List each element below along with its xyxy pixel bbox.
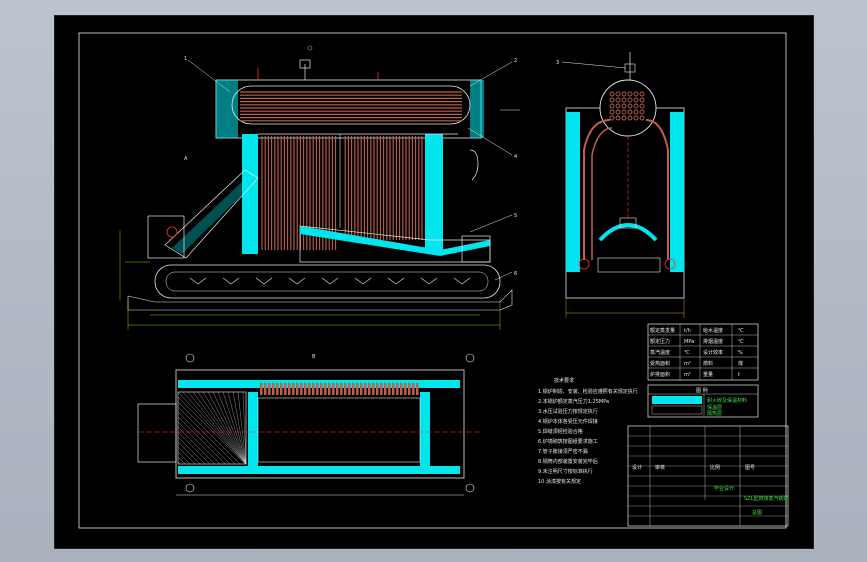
rear-wall-insulation <box>470 80 484 138</box>
title-drawing-sub: 总图 <box>752 509 762 516</box>
legend-swatch-insulation <box>651 405 703 415</box>
front-arch <box>598 223 658 242</box>
spec-cell: 设计效率 <box>703 349 723 356</box>
side-dimensions <box>119 230 501 330</box>
technical-notes: 技术要求 1.锅炉制造、安装、检验应遵照有关规定执行 2.本锅炉额定蒸汽压力1.… <box>538 377 638 485</box>
water-wall-tubes <box>261 136 423 250</box>
title-school: 毕业设计 <box>714 485 734 492</box>
note-line: 7.管子胀接须严密不漏 <box>538 448 588 455</box>
note-line: 8.锅筒内部装置安装完毕后 <box>538 458 598 465</box>
callout-2: 2 <box>514 58 517 64</box>
callout-4: 4 <box>514 154 517 160</box>
plan-top-insulation <box>178 380 460 388</box>
plan-hopper <box>137 403 177 463</box>
drawing-border <box>78 32 787 529</box>
notes-heading: 技术要求 <box>554 377 574 384</box>
spec-cell: ℃ <box>738 328 744 334</box>
plan-bottom-insulation <box>178 466 460 474</box>
coal-hopper <box>147 215 185 259</box>
furnace-rear-wall <box>425 134 443 252</box>
spec-cell: 重量 <box>703 371 713 378</box>
drum-tube-ends <box>609 91 645 121</box>
title-drawing-name: SZL型燃煤蒸汽锅炉 <box>744 495 788 502</box>
note-line: 3.水压试验压力按规定执行 <box>538 408 598 415</box>
plan-view: B <box>137 353 480 496</box>
section-mark: A <box>184 156 188 162</box>
arch-insulation <box>300 226 490 256</box>
title-block: 毕业设计 SZL型燃煤蒸汽锅炉 总图 设计 审核 比例 图号 <box>627 425 788 527</box>
spec-cell: 额定蒸发量 <box>650 327 675 334</box>
legend-item: 耐火砖及保温材料 <box>707 397 747 404</box>
spec-cell: 炉排面积 <box>650 371 670 378</box>
callout-1: 1 <box>184 56 187 62</box>
drawing-sheet <box>54 15 814 549</box>
plan-tube-row <box>260 383 419 395</box>
hatching <box>177 391 247 465</box>
furnace-front-wall <box>242 134 258 254</box>
note-line: 10.涂漆按有关规定 <box>538 478 581 485</box>
grate-segments <box>189 277 471 285</box>
note-line: 2.本锅炉额定蒸汽压力1.25MPa <box>538 398 609 405</box>
spec-cell: ℃ <box>684 350 690 356</box>
title-label: 审核 <box>655 464 665 471</box>
drum-cross-section <box>599 79 657 137</box>
legend-box: 图 例 耐火砖及保温材料 保温层 隔热层 <box>647 384 759 418</box>
legend-item: 保温层 <box>707 404 722 411</box>
spec-cell: 给水温度 <box>703 327 723 334</box>
spec-cell: t <box>738 372 740 378</box>
upper-casing <box>215 79 482 139</box>
spec-cell: ℃ <box>738 339 744 345</box>
note-line: 5.焊缝须经检验合格 <box>538 428 583 435</box>
title-label: 图号 <box>745 465 755 471</box>
legend-swatch-refractory <box>652 396 702 404</box>
spec-cell: t/h <box>684 328 691 334</box>
legend-item: 隔热层 <box>707 410 722 417</box>
spec-cell: m² <box>684 361 691 367</box>
plan-furnace <box>257 397 421 463</box>
spec-cell: 燃料 <box>703 360 713 367</box>
plan-mark: B <box>312 354 316 360</box>
callout-5: 5 <box>514 213 517 219</box>
spec-cell: 额定压力 <box>650 338 670 345</box>
callout-3: 3 <box>556 60 559 66</box>
note-line: 4.锅炉本体各受压元件焊接 <box>538 418 598 425</box>
front-wall-insulation <box>216 80 238 138</box>
chain-grate <box>154 264 501 299</box>
spec-cell: 排烟温度 <box>703 338 723 345</box>
right-side-wall <box>670 112 684 272</box>
drum-tube-bank <box>240 91 462 122</box>
hatched-zone <box>177 391 247 465</box>
note-line: 6.炉墙砌筑按图纸要求施工 <box>538 438 598 445</box>
spec-cell: % <box>738 350 743 356</box>
spec-cell: 煤 <box>738 360 743 367</box>
side-elevation-view: 1 2 4 5 6 A <box>119 45 520 330</box>
spec-cell: MPa <box>684 339 694 345</box>
front-slant-frame <box>164 169 259 259</box>
steam-drum <box>231 85 471 125</box>
spec-table: 额定蒸发量 t/h 给水温度 ℃ 额定压力 MPa 排烟温度 ℃ 蒸汽温度 ℃ … <box>647 323 759 381</box>
spec-cell: 蒸汽温度 <box>650 349 670 356</box>
note-line: 1.锅炉制造、安装、检验应遵照有关规定执行 <box>538 388 638 395</box>
callout-6: 6 <box>514 271 517 277</box>
note-line: 9.未注明尺寸按标准执行 <box>538 468 593 475</box>
spec-cell: m² <box>684 372 691 378</box>
legend-title: 图 例 <box>696 387 708 394</box>
spec-cell: 受热面积 <box>650 360 670 367</box>
title-label: 比例 <box>710 464 720 471</box>
title-label: 设计 <box>632 464 642 471</box>
left-side-wall <box>566 112 580 272</box>
front-section-view: 3 <box>556 52 685 318</box>
